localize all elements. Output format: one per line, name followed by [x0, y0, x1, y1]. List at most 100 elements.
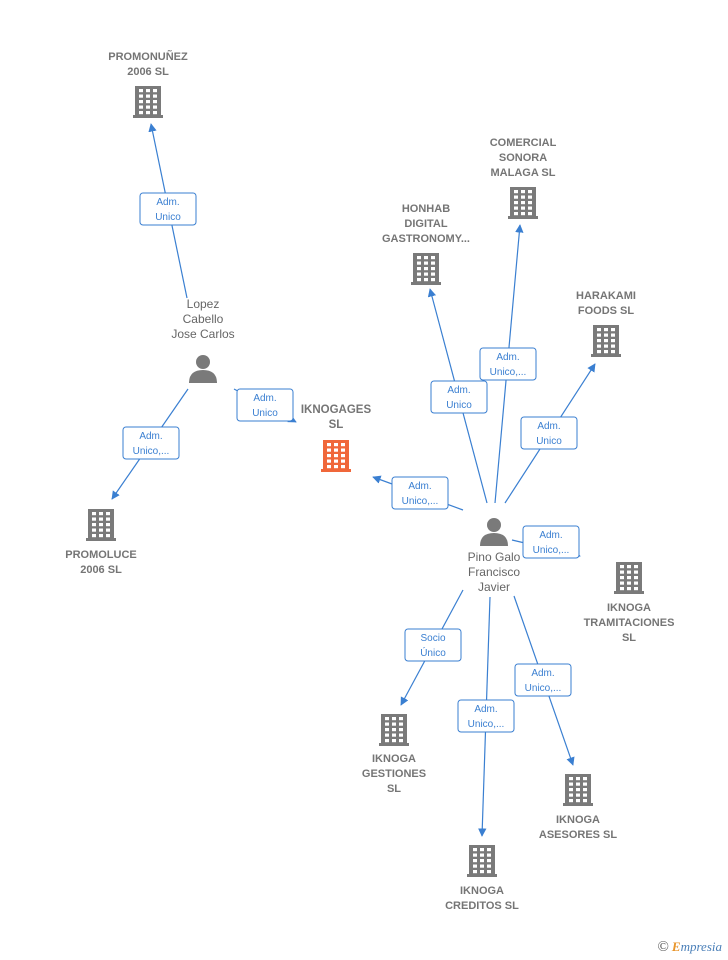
edge-labels-layer: Adm.UnicoAdm.UnicoAdm.Unico,...Adm.Unico…: [122, 192, 580, 733]
edge-label-box: [122, 426, 180, 460]
edge-label-pino-to-tramitaciones[interactable]: Adm. Unico,...: [522, 525, 580, 559]
edge-label-text: Unico,...: [468, 719, 505, 730]
node-label-line: ASESORES SL: [539, 829, 618, 841]
node-promoluce[interactable]: PROMOLUCE 2006 SL: [65, 509, 137, 576]
node-iknogages[interactable]: IKNOGAGES SL: [301, 404, 372, 472]
nodes-layer: PROMONUÑEZ 2006 SL COMERCIAL SONORA MALAGA S…: [65, 50, 674, 912]
edge-label-pino-to-asesores[interactable]: Adm. Unico,...: [514, 663, 572, 697]
edge-label-text: Adm.: [156, 197, 179, 208]
edge-label-text: Adm.: [474, 704, 497, 715]
edge-label-pino-to-harakami[interactable]: Adm. Unico: [520, 416, 578, 450]
edge-label-box: [522, 525, 580, 559]
node-label-line: IKNOGA: [556, 814, 600, 826]
edge-label-box: [139, 192, 197, 226]
node-label-line: Francisco: [468, 565, 520, 579]
edge-label-box: [520, 416, 578, 450]
edge-label-text: Único: [420, 646, 446, 659]
node-label-line: PROMOLUCE: [65, 549, 137, 561]
edge-label-pino-to-comercial[interactable]: Adm. Unico,...: [479, 347, 537, 381]
node-label-line: Cabello: [183, 312, 224, 326]
node-label-line: SL: [329, 419, 344, 431]
node-label-line: IKNOGA: [607, 602, 651, 614]
node-tramitaciones[interactable]: IKNOGA TRAMITACIONES SL: [584, 562, 675, 644]
building-icon: [508, 187, 538, 219]
node-label-line: Lopez: [187, 297, 220, 311]
node-label-line: HONHAB: [402, 203, 450, 215]
edge-label-box: [404, 628, 462, 662]
node-label-line: Jose Carlos: [171, 327, 234, 341]
person-icon: [189, 355, 217, 383]
edge-label-lopez-to-iknogages[interactable]: Adm.Unico: [236, 388, 294, 422]
node-label-line: COMERCIAL: [490, 137, 557, 149]
brand-initial: E: [671, 939, 681, 954]
building-icon: [411, 253, 441, 285]
edge-label-box: [457, 699, 515, 733]
node-harakami[interactable]: HARAKAMI FOODS SL: [576, 290, 636, 357]
building-icon: [133, 86, 163, 118]
node-label-line: 2006 SL: [80, 564, 122, 576]
node-label-line: DIGITAL: [404, 218, 447, 230]
edge-label-text: Adm.: [139, 431, 162, 442]
edge-label-text: Socio: [420, 633, 445, 644]
node-label-line: SL: [622, 632, 636, 644]
person-icon: [480, 518, 508, 546]
edge-label-box: [514, 663, 572, 697]
building-icon: [321, 440, 351, 472]
empresia-watermark[interactable]: ©Empresia: [658, 939, 722, 956]
building-icon: [591, 325, 621, 357]
edge-label-text: Unico: [155, 212, 181, 223]
node-label-line: SONORA: [499, 152, 547, 164]
edge-label-lopez-to-promoluce[interactable]: Adm.Unico,...: [122, 426, 180, 460]
building-icon: [379, 714, 409, 746]
edges-layer: [111, 123, 596, 837]
edge-label-box: [430, 380, 488, 414]
building-icon: [563, 774, 593, 806]
node-label-line: Pino Galo: [468, 550, 521, 564]
node-label-line: CREDITOS SL: [445, 900, 519, 912]
edge-label-lopez-to-promonunez[interactable]: Adm. Unico: [139, 192, 197, 226]
node-label-line: PROMONUÑEZ: [108, 50, 188, 63]
node-label-line: FOODS SL: [578, 305, 635, 317]
edge-label-pino-to-iknogages[interactable]: Adm. Unico,...: [391, 476, 449, 510]
node-label-line: HARAKAMI: [576, 290, 636, 302]
node-label-line: 2006 SL: [127, 66, 169, 78]
node-label-line: Javier: [478, 580, 510, 594]
edge-label-text: Unico,...: [490, 367, 527, 378]
edge-label-text: Adm.: [447, 385, 470, 396]
building-icon: [614, 562, 644, 594]
node-label-line: TRAMITACIONES: [584, 617, 675, 629]
node-promonunez[interactable]: PROMONUÑEZ 2006 SL: [108, 50, 188, 118]
copyright-icon: ©: [657, 939, 669, 955]
node-comercial[interactable]: COMERCIAL SONORA MALAGA SL: [490, 137, 557, 219]
node-label-line: MALAGA SL: [491, 167, 556, 179]
edge-label-text: Unico: [446, 400, 472, 411]
edge-label-text: Adm.: [408, 481, 431, 492]
edge-label-pino-to-creditos[interactable]: Adm. Unico,...: [457, 699, 515, 733]
node-label-line: GASTRONOMY...: [382, 233, 470, 245]
edge-label-text: Adm.: [537, 421, 560, 432]
building-icon: [467, 845, 497, 877]
node-creditos[interactable]: IKNOGA CREDITOS SL: [445, 845, 519, 912]
node-asesores[interactable]: IKNOGA ASESORES SL: [539, 774, 618, 841]
edge-label-box: [236, 388, 294, 422]
brand-name: mpresia: [680, 939, 722, 954]
edge-label-text: Adm.: [539, 530, 562, 541]
edge-label-text: Adm.: [531, 668, 554, 679]
node-label-line: SL: [387, 783, 401, 795]
edge-label-text: Unico: [536, 436, 562, 447]
edge-label-pino-to-honhab[interactable]: Adm. Unico: [430, 380, 488, 414]
node-honhab[interactable]: HONHAB DIGITAL GASTRONOMY...: [382, 203, 470, 285]
edge-label-text: Unico,...: [402, 496, 439, 507]
edge-label-box: [391, 476, 449, 510]
node-label-line: GESTIONES: [362, 768, 426, 780]
edge-label-text: Unico,...: [525, 683, 562, 694]
edge-label-text: Unico,...: [533, 545, 570, 556]
node-label-line: IKNOGAGES: [301, 404, 372, 416]
node-label-line: IKNOGA: [460, 885, 504, 897]
edge-label-text: Adm.: [496, 352, 519, 363]
